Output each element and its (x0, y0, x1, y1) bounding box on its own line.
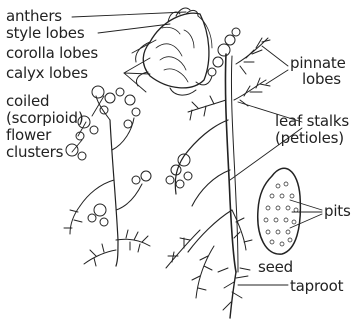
label-pinnate-lobes: lobes (302, 71, 341, 87)
label-corolla-lobes: corolla lobes (6, 45, 98, 61)
label-taproot: taproot (290, 278, 343, 294)
label-coiled: coiled (6, 93, 49, 109)
label-leaf-stalks: leaf stalks (275, 113, 349, 129)
label-pinnate: pinnate (290, 55, 346, 71)
label-calyx-lobes: calyx lobes (6, 65, 88, 81)
seed-drawing (258, 168, 301, 254)
label-clusters: clusters (6, 144, 63, 160)
flower-detail (136, 8, 212, 95)
label-pits: pits (324, 203, 351, 219)
right-plant (166, 28, 270, 318)
label-flower: flower (6, 127, 51, 143)
label-petioles: (petioles) (275, 130, 344, 146)
label-seed: seed (258, 259, 293, 275)
label-scorpioid: (scorpioid) (6, 110, 83, 126)
leader-lines (72, 12, 322, 285)
label-style-lobes: style lobes (6, 25, 84, 41)
label-anthers: anthers (6, 8, 62, 24)
